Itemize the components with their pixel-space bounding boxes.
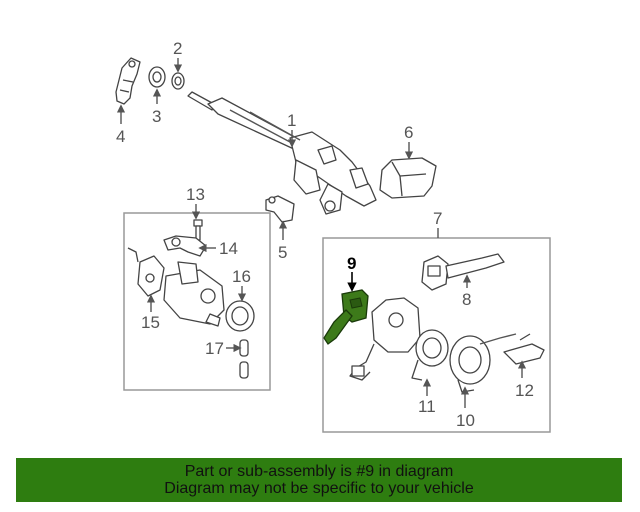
callout-9: 9 — [347, 254, 356, 273]
part-1-steering-column — [187, 91, 377, 215]
part-6-column-cover — [379, 157, 437, 199]
part-11-clock-spring — [411, 329, 449, 381]
banner-line-1: Part or sub-assembly is #9 in diagram — [184, 463, 454, 480]
part-4-bracket — [115, 57, 141, 105]
callout-leaders — [116, 58, 527, 408]
part-12-lever — [503, 333, 545, 365]
parts-diagram: 1 2 3 4 5 6 7 8 9 10 11 12 13 14 15 16 1… — [115, 39, 551, 433]
callout-13: 13 — [186, 185, 205, 204]
callout-3: 3 — [152, 107, 161, 126]
part-17-pin — [239, 339, 249, 379]
callout-5: 5 — [278, 243, 287, 262]
part-13-bolt — [193, 219, 203, 241]
callout-16: 16 — [232, 267, 251, 286]
callout-4: 4 — [116, 127, 125, 146]
callout-15: 15 — [141, 313, 160, 332]
part-15-switch — [127, 247, 165, 297]
callout-1: 1 — [287, 111, 296, 130]
part-9-turn-signal-switch[interactable] — [323, 289, 369, 345]
part-3-bushing — [148, 66, 166, 88]
part-10-spiral-cable — [449, 333, 517, 393]
sub-assembly-box-right — [322, 237, 551, 433]
callout-17: 17 — [205, 339, 224, 358]
callout-7: 7 — [433, 209, 442, 228]
callout-14: 14 — [219, 239, 238, 258]
callout-6: 6 — [404, 123, 413, 142]
part-2-ring — [171, 72, 185, 90]
callout-11: 11 — [418, 397, 436, 416]
part-info-banner: Part or sub-assembly is #9 in diagram Di… — [16, 458, 622, 502]
part-8-wiper-switch — [421, 253, 505, 291]
part-14-bracket — [163, 235, 207, 257]
callout-8: 8 — [462, 290, 471, 309]
callout-10: 10 — [456, 411, 475, 430]
part-16-cylinder — [225, 300, 255, 332]
part-lock-housing — [163, 261, 225, 327]
callout-12: 12 — [515, 381, 534, 400]
callout-2: 2 — [173, 39, 182, 58]
banner-line-2: Diagram may not be specific to your vehi… — [164, 480, 474, 497]
